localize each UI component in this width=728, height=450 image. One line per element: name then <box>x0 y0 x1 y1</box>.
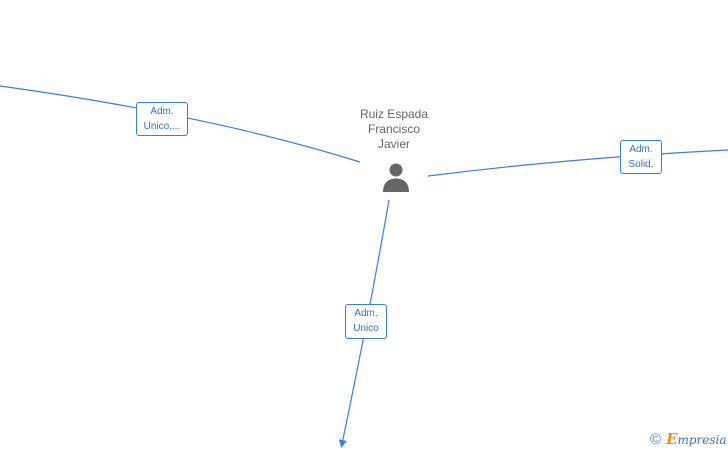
person-name[interactable]: Ruiz Espada Francisco Javier <box>339 107 449 152</box>
brand-logo-initial: E <box>666 430 678 448</box>
relation-label-right-line-1: Adm. <box>629 144 653 155</box>
relation-label-bottom-line-2: Unico <box>353 323 379 334</box>
relation-label-right[interactable]: Adm. Solid. <box>620 140 662 174</box>
edge-right <box>427 149 728 177</box>
brand-footer[interactable]: © Empresia <box>650 430 727 448</box>
brand-logo: Empresia <box>666 430 727 448</box>
relation-label-left[interactable]: Adm. Unico,... <box>136 102 188 136</box>
person-name-line-1: Ruiz Espada <box>359 107 429 121</box>
relation-label-left-line-1: Adm. <box>150 106 174 117</box>
person-name-line-2: Francisco <box>367 122 420 136</box>
person-name-line-3: Javier <box>377 137 410 151</box>
relation-label-bottom[interactable]: Adm. Unico <box>345 304 387 339</box>
person-icon[interactable] <box>381 162 411 192</box>
copyright-icon: © <box>650 430 662 448</box>
relation-label-right-line-2: Solid. <box>628 159 654 170</box>
relation-label-left-line-2: Unico,... <box>143 121 181 132</box>
edge-left <box>0 85 361 163</box>
brand-logo-rest: mpresia <box>677 433 727 447</box>
relation-label-bottom-line-1: Adm. <box>354 308 378 319</box>
